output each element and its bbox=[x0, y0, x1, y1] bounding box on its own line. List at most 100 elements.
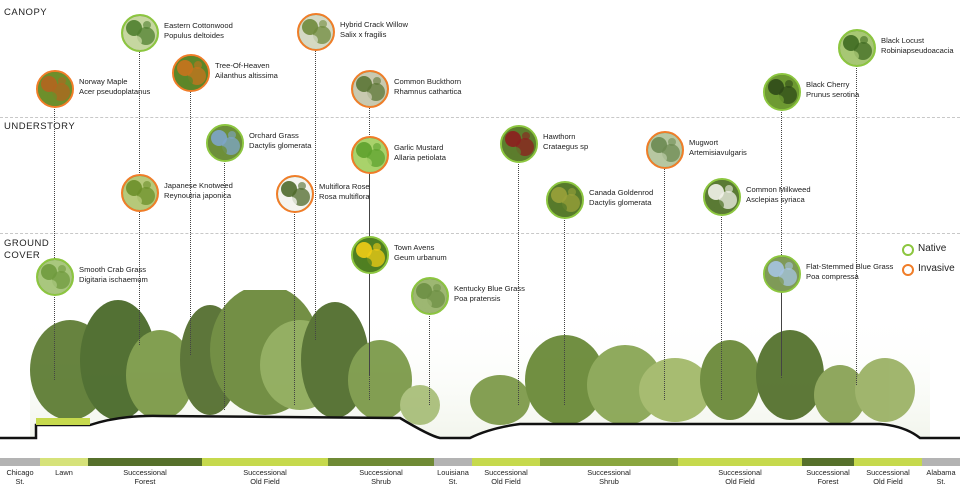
species-common-name: Town Avens bbox=[394, 243, 435, 252]
zone-label-line: St. bbox=[936, 477, 946, 486]
goldenrod-photo bbox=[546, 181, 584, 219]
species-common-name: Eastern Cottonwood bbox=[164, 21, 233, 30]
crab-grass-photo bbox=[36, 258, 74, 296]
zone-label-line: Successional bbox=[359, 468, 403, 477]
bluegrass-photo bbox=[411, 277, 449, 315]
species-common-name: Tree-Of-Heaven bbox=[215, 61, 270, 70]
cottonwood-tree-photo bbox=[121, 14, 159, 52]
band-label-ground-line2: COVER bbox=[4, 250, 41, 261]
species-latin-name: Digitaria ischaemum bbox=[79, 275, 148, 284]
ground-line bbox=[0, 414, 960, 440]
zone-bar bbox=[472, 458, 540, 466]
leader-line bbox=[856, 63, 857, 385]
leader-line bbox=[224, 158, 225, 410]
species-latin-name: Reynoutria japonica bbox=[164, 191, 232, 200]
locust-leaves-photo bbox=[838, 29, 876, 67]
lawn-strip bbox=[36, 418, 90, 425]
leader-line bbox=[294, 209, 295, 405]
species-latin-name: Prunus serotina bbox=[806, 90, 860, 99]
species-latin-name: Poa pratensis bbox=[454, 294, 501, 303]
leader-line bbox=[429, 311, 430, 405]
garlic-mustard-photo bbox=[351, 136, 389, 174]
legend-invasive-label: Invasive bbox=[918, 263, 955, 274]
leader-line bbox=[315, 47, 316, 340]
species-common-name: Flat-Stemmed Blue Grass bbox=[806, 262, 894, 271]
zone-label-line: Lawn bbox=[55, 468, 73, 477]
invasive-legend-swatch bbox=[902, 264, 914, 276]
species-common-name: Orchard Grass bbox=[249, 131, 299, 140]
vegetation-masses bbox=[30, 290, 915, 425]
zone-bar bbox=[40, 458, 88, 466]
zone-label-line: Successional bbox=[718, 468, 762, 477]
zone-bar bbox=[540, 458, 678, 466]
leader-line bbox=[518, 159, 519, 405]
zone-label-line: Successional bbox=[243, 468, 287, 477]
species-latin-name: Allaria petiolata bbox=[394, 153, 446, 162]
leader-line bbox=[781, 107, 782, 375]
species-latin-name: Populus deltoides bbox=[164, 31, 224, 40]
zone-label-line: Alabama bbox=[926, 468, 956, 477]
avens-flowers-photo bbox=[351, 236, 389, 274]
species-common-name: Smooth Crab Grass bbox=[79, 265, 147, 274]
flat-bluegrass-photo bbox=[763, 255, 801, 293]
zone-label-line: Old Field bbox=[250, 477, 280, 486]
zone-label-line: Successional bbox=[484, 468, 528, 477]
zone-bar bbox=[88, 458, 202, 466]
band-label-ground-cover: GROUND COVER bbox=[4, 238, 49, 262]
species-common-name: Hawthorn bbox=[543, 132, 576, 141]
band-label-ground-line1: GROUND bbox=[4, 238, 50, 249]
species-common-name: Multiflora Rose bbox=[319, 182, 370, 191]
species-latin-name: Ailanthus altissima bbox=[215, 71, 278, 80]
zone-label-line: St. bbox=[15, 477, 25, 486]
species-latin-name: Artemisiavulgaris bbox=[689, 148, 747, 157]
ailanthus-leaves-photo bbox=[172, 54, 210, 92]
species-common-name: Hybrid Crack Willow bbox=[340, 20, 408, 29]
zone-bar bbox=[328, 458, 434, 466]
leader-line bbox=[781, 289, 782, 378]
zone-label-line: Forest bbox=[134, 477, 156, 486]
species-latin-name: Rosa multiflora bbox=[319, 192, 370, 201]
leader-line bbox=[190, 88, 191, 355]
rose-flowers-photo bbox=[276, 175, 314, 213]
species-common-name: Black Locust bbox=[881, 36, 925, 45]
species-common-name: Common Buckthorn bbox=[394, 77, 462, 86]
species-latin-name: Asclepias syriaca bbox=[746, 195, 805, 204]
species-common-name: Canada Goldenrod bbox=[589, 188, 654, 197]
zone-label-line: Successional bbox=[587, 468, 631, 477]
species-latin-name: Poa compressa bbox=[806, 272, 859, 281]
species-common-name: Japanese Knotweed bbox=[164, 181, 233, 190]
zone-bar bbox=[678, 458, 802, 466]
species-latin-name: Salix x fragilis bbox=[340, 30, 387, 39]
cherry-fruit-photo bbox=[763, 73, 801, 111]
landscape-section bbox=[0, 290, 960, 450]
mugwort-photo bbox=[646, 131, 684, 169]
zone-bar bbox=[854, 458, 922, 466]
canopy-divider bbox=[0, 117, 960, 118]
zone-bar bbox=[922, 458, 960, 466]
species-latin-name: Rhamnus cathartica bbox=[394, 87, 462, 96]
zone-label-line: Louisiana bbox=[437, 468, 469, 477]
knotweed-leaves-photo bbox=[121, 174, 159, 212]
buckthorn-shrub-photo bbox=[351, 70, 389, 108]
leader-line bbox=[54, 104, 55, 330]
species-common-name: Common Milkweed bbox=[746, 185, 811, 194]
zone-label: Lawn bbox=[40, 468, 88, 477]
zone-label-line: Successional bbox=[806, 468, 850, 477]
leader-line bbox=[139, 208, 140, 345]
zone-bar bbox=[434, 458, 472, 466]
